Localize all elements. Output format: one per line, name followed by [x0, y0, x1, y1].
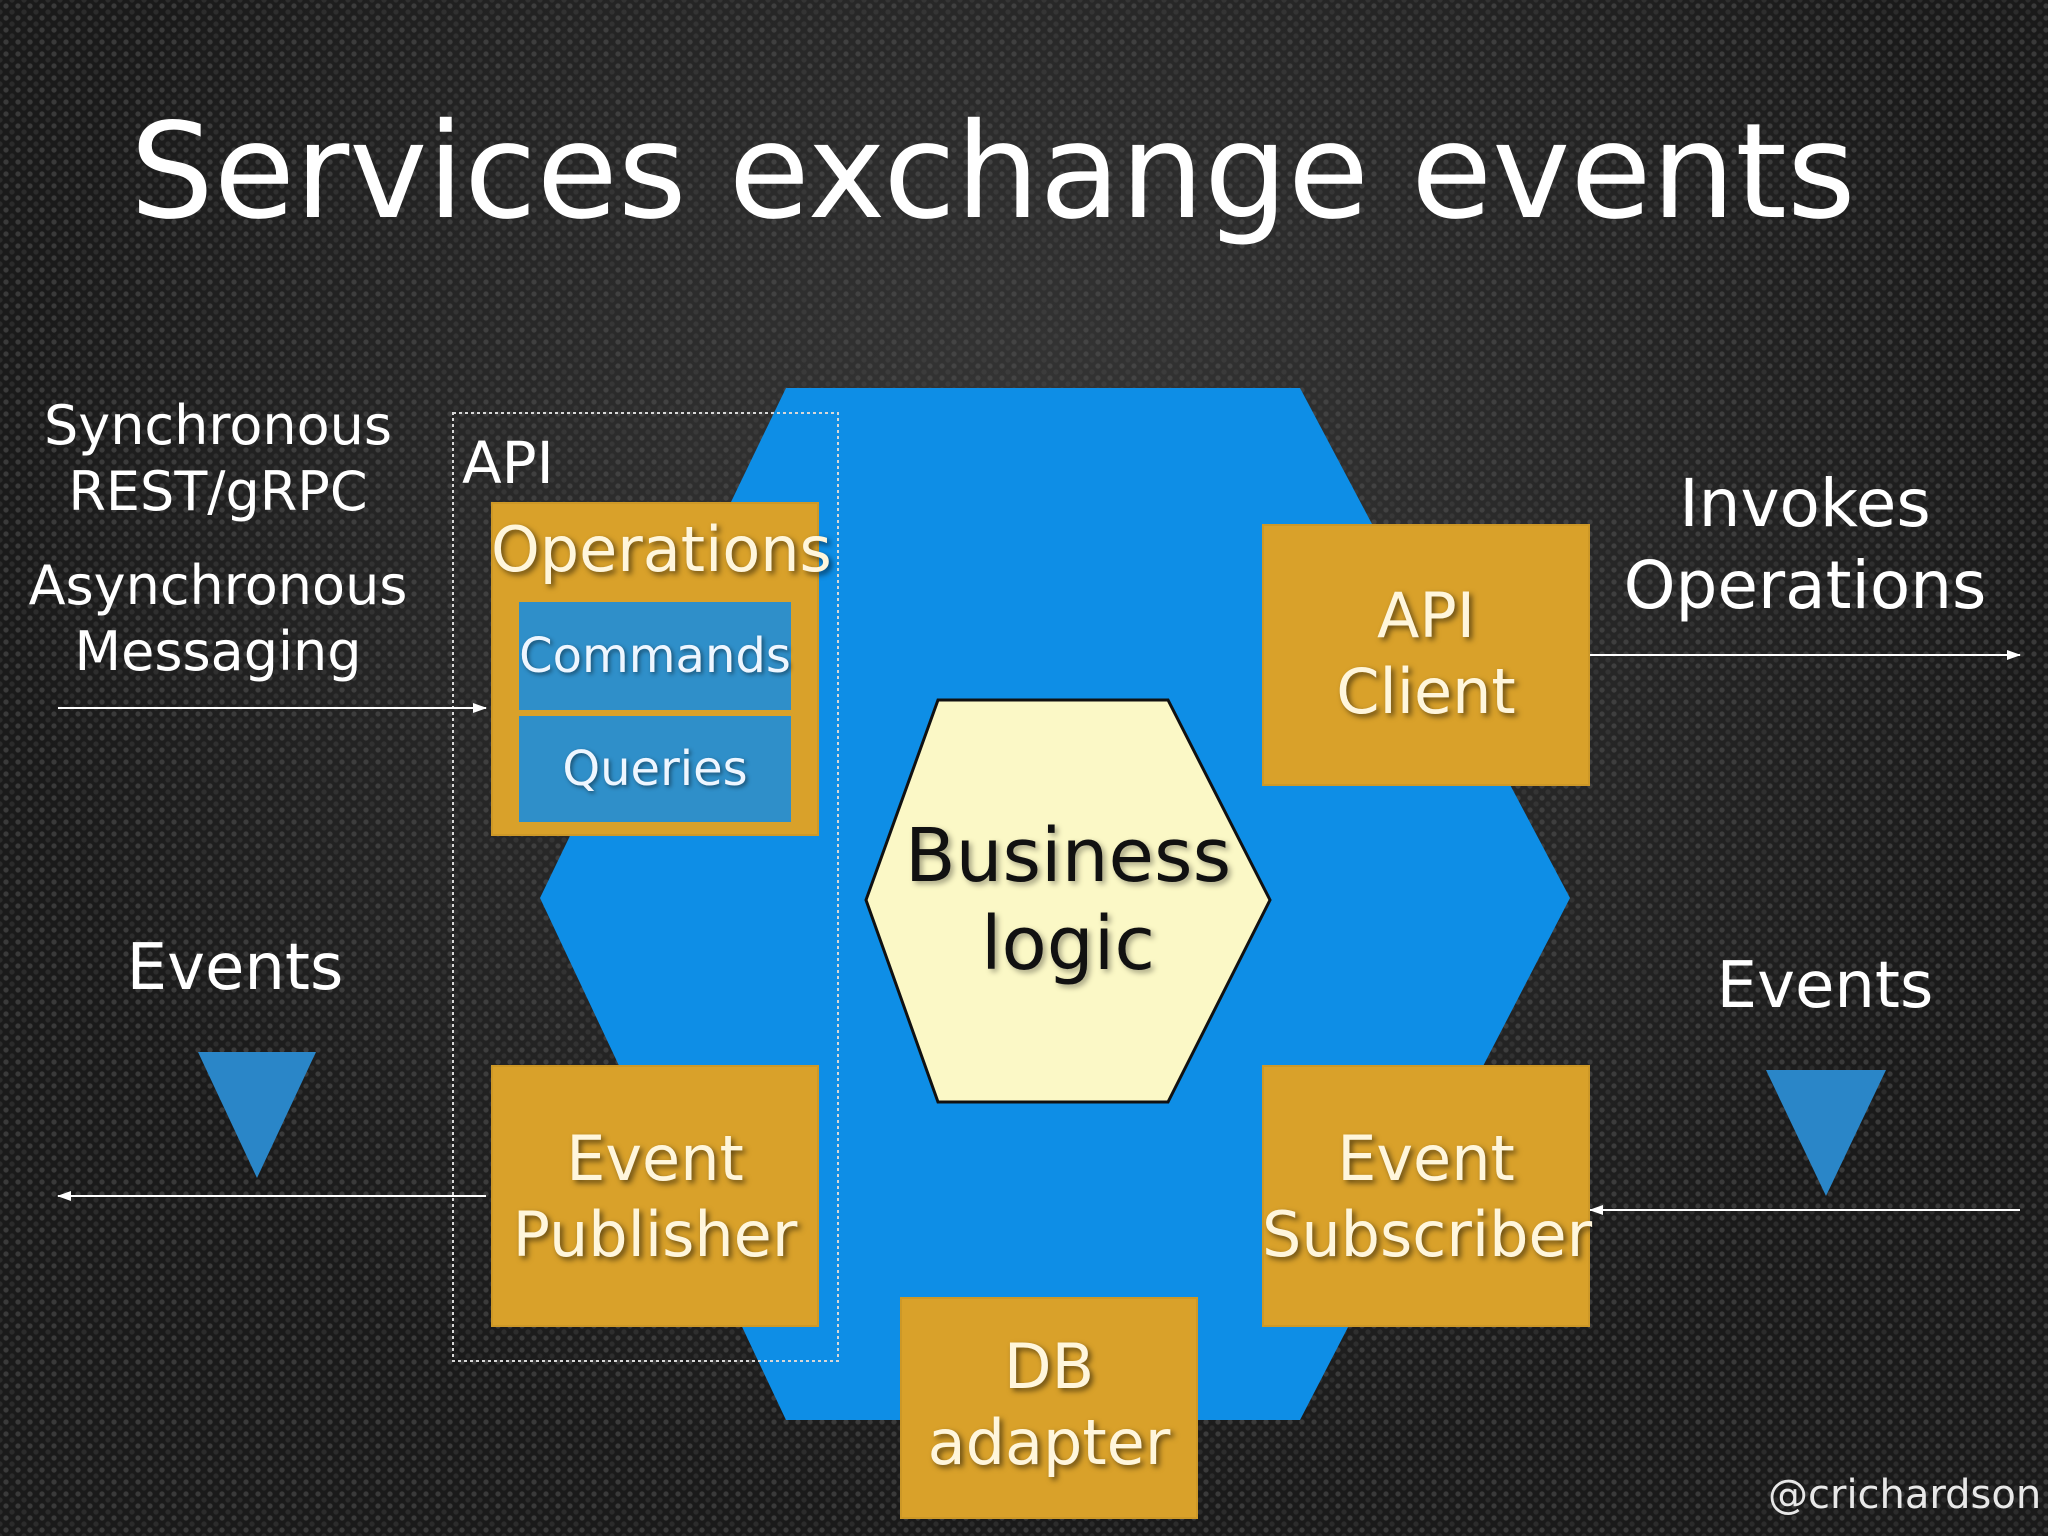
invokes-line1: Invokes: [1679, 465, 1931, 542]
sync-label: Synchronous REST/gRPC: [8, 393, 428, 525]
queries-label: Queries: [562, 741, 748, 797]
sync-line1: Synchronous: [43, 394, 393, 457]
async-label: Asynchronous Messaging: [8, 553, 428, 685]
left-events-label: Events: [126, 931, 344, 1005]
operations-label: Operations: [491, 513, 832, 586]
sync-line2: REST/gRPC: [68, 460, 368, 523]
business-logic-line2: logic: [980, 901, 1156, 987]
slide-title: Services exchange events: [130, 95, 1856, 249]
left-event-triangle: [198, 1052, 316, 1178]
db-adapter-box: DB adapter: [900, 1297, 1198, 1519]
commands-label: Commands: [519, 628, 791, 684]
event-subscriber-line2: Subscriber: [1262, 1198, 1593, 1271]
db-adapter-text: DB adapter: [900, 1329, 1198, 1481]
event-publisher-line2: Publisher: [512, 1198, 798, 1271]
commands-box: Commands: [519, 602, 791, 710]
api-client-box: API Client: [1262, 524, 1590, 786]
invokes-line2: Operations: [1623, 547, 1987, 624]
event-publisher-line1: Event: [566, 1122, 744, 1195]
queries-box: Queries: [519, 716, 791, 822]
event-subscriber-line1: Event: [1337, 1122, 1515, 1195]
event-publisher-box: Event Publisher: [491, 1065, 819, 1327]
business-logic-hexagon: [864, 698, 1272, 1104]
async-line1: Asynchronous: [28, 554, 408, 617]
api-client-text: API Client: [1262, 578, 1590, 730]
api-client-line2: Client: [1336, 655, 1516, 728]
business-logic-line1: Business: [904, 813, 1232, 899]
db-adapter-line2: adapter: [927, 1406, 1171, 1479]
author-handle: @crichardson: [1768, 1472, 2042, 1518]
db-adapter-line1: DB: [1003, 1330, 1095, 1403]
invokes-operations-label: Invokes Operations: [1610, 463, 2000, 627]
async-line2: Messaging: [74, 620, 362, 683]
business-logic-text: Business logic: [866, 812, 1270, 988]
right-event-triangle: [1766, 1070, 1886, 1196]
event-publisher-text: Event Publisher: [491, 1121, 819, 1273]
api-client-line1: API: [1376, 579, 1476, 652]
api-label: API: [462, 429, 554, 497]
api-boundary: [452, 412, 839, 1362]
event-subscriber-box: Event Subscriber: [1262, 1065, 1593, 1327]
right-events-label: Events: [1716, 949, 1934, 1023]
operations-box: Operations Commands Queries: [491, 502, 832, 836]
event-subscriber-text: Event Subscriber: [1262, 1121, 1593, 1273]
